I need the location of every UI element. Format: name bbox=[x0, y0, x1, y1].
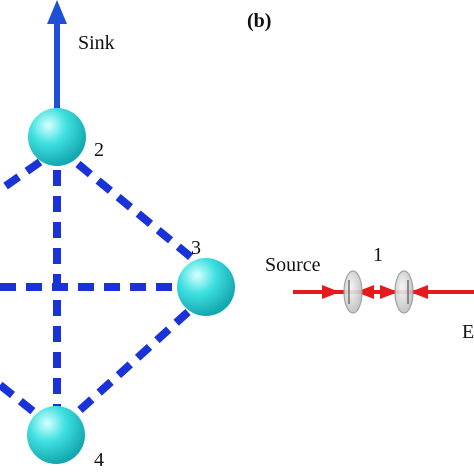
node-3-label: 3 bbox=[191, 237, 201, 259]
node-2-label: 2 bbox=[94, 139, 104, 161]
cavity-label: 1 bbox=[373, 244, 383, 266]
dashed-edges bbox=[0, 158, 195, 416]
edge-3-4 bbox=[77, 309, 191, 413]
arrow-right-icon bbox=[322, 285, 340, 299]
edge-2-left bbox=[0, 158, 43, 194]
source-label: Source bbox=[265, 254, 321, 276]
edge-cut-label: E bbox=[462, 321, 474, 343]
sink-label: Sink bbox=[78, 32, 115, 54]
edge-2-3 bbox=[75, 160, 195, 262]
sink-arrow bbox=[47, 0, 67, 118]
node-4-label: 4 bbox=[94, 449, 104, 471]
panel-label: (b) bbox=[247, 10, 271, 32]
cavity-beam bbox=[293, 285, 474, 299]
arrow-left-icon bbox=[410, 285, 428, 299]
arrow-left-icon bbox=[356, 285, 374, 299]
node-4 bbox=[27, 406, 85, 464]
node-2 bbox=[28, 108, 86, 166]
arrow-right-icon bbox=[380, 285, 398, 299]
arrow-up-icon bbox=[47, 0, 67, 24]
edge-left-4 bbox=[0, 381, 37, 416]
node-3 bbox=[177, 258, 235, 316]
mirror-right bbox=[394, 270, 414, 314]
mirror-left bbox=[343, 270, 363, 314]
